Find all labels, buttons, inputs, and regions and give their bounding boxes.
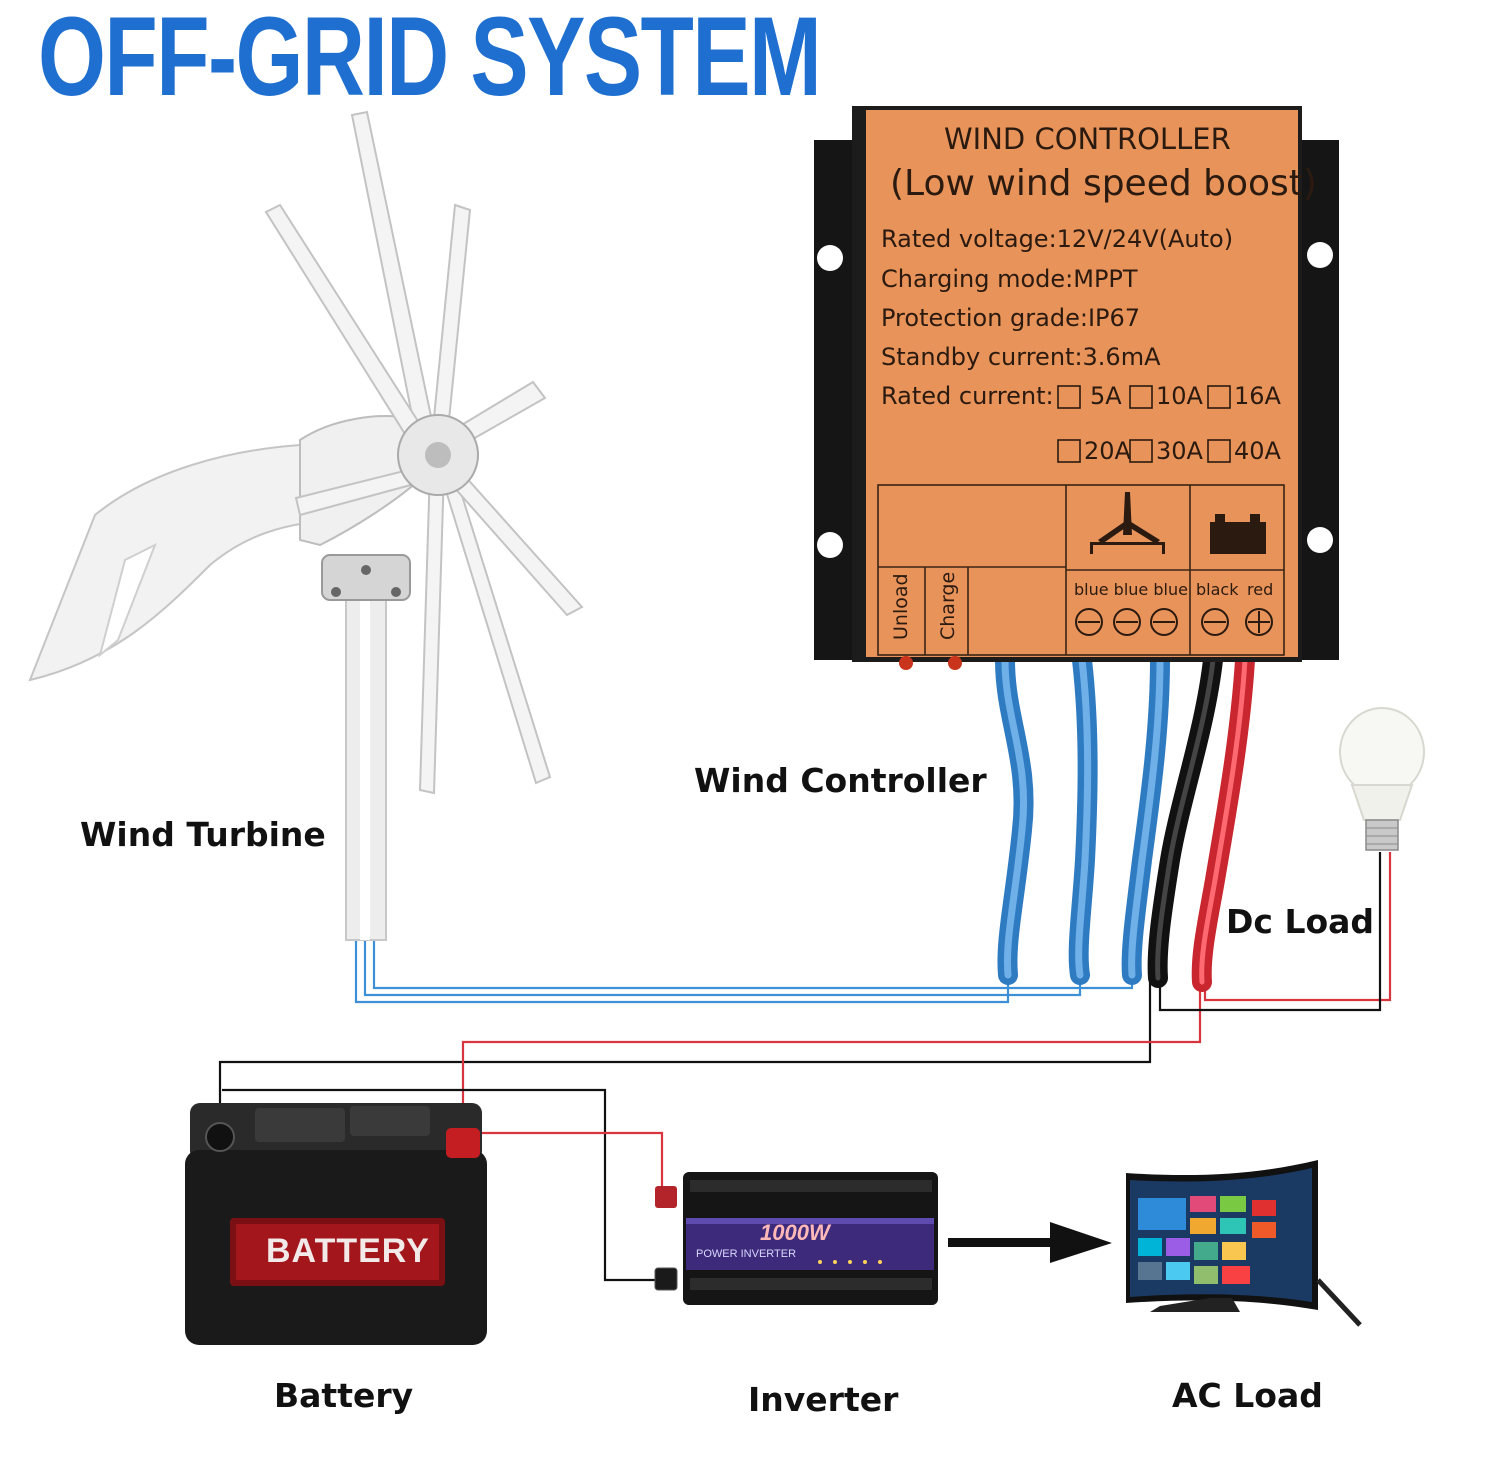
current-option-10a: 10A [1156,382,1203,410]
current-option-20a: 20A [1084,437,1131,465]
red-wire-dcload [1203,852,1392,1002]
controller-spec-mode: Charging mode:MPPT [881,265,1138,293]
wind-turbine-illustration [28,110,584,941]
controller-spec-standby: Standby current:3.6mA [881,343,1161,371]
blue-wire-1 [354,940,1010,1004]
wind-wire-labels: blue blue blue [1074,580,1188,599]
black-wire-label: black [1196,580,1239,599]
label-wind-controller: Wind Controller [694,761,987,800]
controller-spec-protection: Protection grade:IP67 [881,304,1141,332]
red-wire-battery [461,985,1202,1130]
controller-title: WIND CONTROLLER [944,122,1231,156]
current-option-40a: 40A [1234,437,1281,465]
inverter-illustration [654,1172,938,1305]
wiring [218,852,1392,1282]
charge-led [948,656,962,670]
controller-subtitle: (Low wind speed boost) [890,163,1317,204]
wind-controller-illustration [814,106,1339,670]
tv-app-tiles [1138,1196,1276,1284]
controller-face [866,110,1298,657]
label-battery: Battery [274,1376,414,1415]
label-dc-load: Dc Load [1226,902,1375,941]
battery-symbol-icon [1210,514,1266,554]
arrow-icon [948,1222,1112,1263]
battery-brand-text: BATTERY [266,1232,430,1270]
blue-wire-2 [363,940,1082,997]
blue-wire-3 [372,940,1134,990]
inverter-power-text: 1000W [760,1220,830,1245]
battery-negative-terminal [205,1122,235,1152]
current-checkboxes [1057,385,1231,463]
red-wire-label: red [1247,580,1274,599]
black-wire-inverter [222,1088,665,1282]
current-option-16a: 16A [1234,382,1281,410]
current-option-5a: 5A [1090,382,1122,410]
unload-led [899,656,913,670]
unload-label: Unload [890,573,912,640]
controller-cables [995,650,1255,992]
inverter-sub-text: POWER INVERTER [696,1248,797,1260]
label-wind-turbine: Wind Turbine [80,815,326,854]
black-wire-dcload [1158,852,1382,1012]
black-wire-battery [218,980,1152,1135]
controller-rated-current-label: Rated current: [881,382,1054,410]
bulb-illustration [1339,707,1425,851]
current-option-30a: 30A [1156,437,1203,465]
charge-label: Charge [937,571,959,640]
turbine-symbol-icon [1090,492,1165,554]
page-title: OFF-GRID SYSTEM [38,0,822,119]
controller-terminals [1075,608,1273,636]
tv-illustration [1126,1160,1362,1327]
label-inverter: Inverter [748,1380,899,1419]
controller-spec-voltage: Rated voltage:12V/24V(Auto) [881,225,1234,253]
red-wire-inverter [475,1131,664,1192]
label-ac-load: AC Load [1172,1376,1323,1415]
battery-illustration [185,1103,487,1345]
turbine-mount [321,554,411,601]
